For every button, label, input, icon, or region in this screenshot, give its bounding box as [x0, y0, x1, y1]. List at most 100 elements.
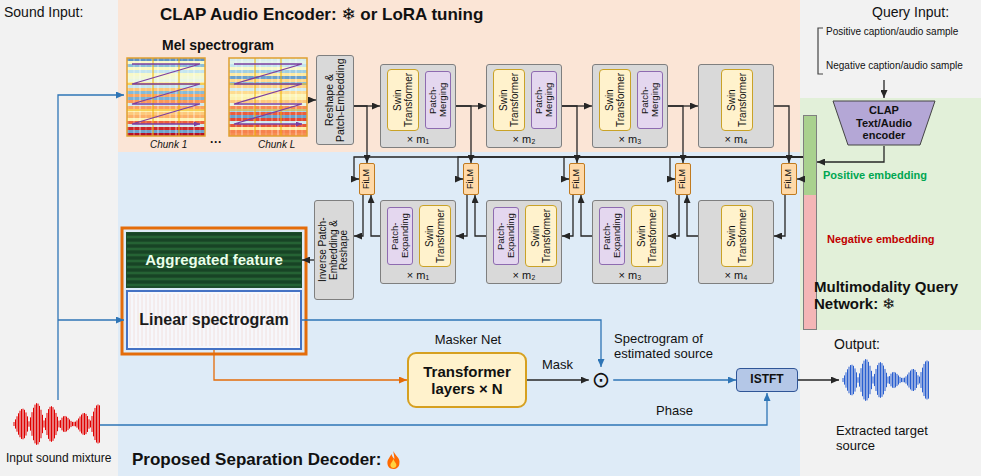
- flow-arrow: [302, 320, 601, 367]
- flow-arrow: [354, 195, 363, 236]
- input-wire: [58, 95, 124, 400]
- flow-arrow: [687, 195, 698, 236]
- annotation-label: Sound Input:: [4, 4, 83, 20]
- node-label: Masker Net: [409, 333, 527, 348]
- node-label: Swin Transformer: [499, 72, 520, 128]
- annotation-label: Phase: [656, 404, 693, 419]
- flow-arrow: [308, 99, 316, 100]
- node-label: Patch-Merging: [640, 74, 660, 126]
- annotation-label: Input sound mixture: [6, 452, 111, 466]
- node-label: ISTFT: [750, 373, 783, 387]
- patch-block: Patch-Merging: [637, 71, 663, 129]
- patch-block: Patch-Expanding: [387, 207, 413, 265]
- patch-block: Patch-Merging: [531, 71, 557, 129]
- node-label: Swin Transformer: [727, 72, 748, 128]
- annotation-label: Mask: [542, 358, 573, 373]
- flow-arrow: [456, 106, 471, 163]
- fire-icon: [387, 451, 399, 469]
- flow-arrow: [458, 157, 803, 179]
- patch-block: Patch-Expanding: [493, 207, 519, 265]
- annotation-label: Chunk L: [258, 139, 295, 151]
- node-label: Swin Transformer: [605, 72, 626, 128]
- swin-block: Swin Transformer: [525, 205, 557, 267]
- stage-box: × m₄ Swin Transformer: [698, 200, 774, 284]
- node-label: Positive embedding: [823, 169, 953, 182]
- node-label: CLAP Audio Encoder: ❄ or LoRA tuning: [160, 5, 483, 25]
- node-label: Multimodality Query Network: ❄: [814, 278, 979, 313]
- node-label: Swin Transformer: [531, 208, 552, 264]
- annotation-label: Negative caption/audio sample: [826, 60, 963, 72]
- node-label: Aggregated feature: [145, 251, 283, 268]
- node-label: × m₃: [593, 269, 667, 282]
- flow-arrow: [581, 195, 592, 236]
- flow-arrow: [562, 195, 573, 236]
- flow-arrow: [354, 106, 367, 163]
- flow-arrow: [668, 106, 683, 163]
- panel-band: Multimodality Query Network: ❄ CLAP Text/…: [800, 98, 981, 330]
- annotation-label: Query Input:: [872, 4, 949, 20]
- swin-block: Swin Transformer: [493, 69, 525, 131]
- node-label: CLAP Text/Audio encoder: [847, 104, 921, 142]
- node-label: × m₁: [381, 269, 455, 282]
- node-label: Swin Transformer: [637, 208, 658, 264]
- multiply-symbol: ⊙: [589, 367, 613, 393]
- film-block: FiLM: [463, 163, 479, 195]
- node-label: FiLM: [784, 169, 793, 189]
- swin-block: Swin Transformer: [387, 69, 419, 131]
- node-label: Linear spectrogram: [139, 311, 288, 329]
- flow-arrow: [214, 350, 407, 380]
- stage-box: × m₃ Swin Transformer Patch-Merging: [592, 64, 668, 148]
- swin-block: Swin Transformer: [721, 205, 753, 267]
- feature-frame: [122, 228, 306, 354]
- node-label: × m₄: [699, 269, 773, 282]
- node-label: Swin Transformer: [425, 208, 446, 264]
- flow-arrow: [613, 379, 736, 380]
- flow-arrow: [475, 195, 486, 236]
- node-label: × m₃: [593, 133, 667, 146]
- node-label: Patch-Expanding: [602, 210, 622, 262]
- stage-box: Inverse Patch-Embedding & Reshape: [314, 200, 354, 300]
- input-wire: [58, 319, 124, 320]
- node-label: FiLM: [466, 169, 475, 189]
- film-block: FiLM: [781, 163, 797, 195]
- node-label: FiLM: [572, 169, 581, 189]
- swin-block: Swin Transformer: [599, 69, 631, 131]
- node-label: FiLM: [362, 169, 371, 189]
- annotation-label: Extracted target source: [836, 424, 956, 454]
- encoder-trapezoid: CLAP Text/Audio encoder: [832, 100, 936, 146]
- flow-arrow: [371, 195, 380, 236]
- node-label: Patch-Expanding: [496, 210, 516, 262]
- spectrogram-texture: [130, 294, 298, 346]
- output-wire: [798, 379, 839, 380]
- stage-box: × m₂Swin TransformerPatch-Merging: [486, 64, 562, 148]
- node-label: Patch-Expanding: [390, 210, 410, 262]
- transformer-block: Masker NetTransformer layers × N: [407, 352, 527, 408]
- query-bracket: [818, 28, 823, 74]
- flow-arrow: [562, 106, 577, 163]
- node-label: × m₂: [487, 269, 561, 282]
- film-block: FiLM: [675, 163, 691, 195]
- node-label: Swin Transformer: [393, 72, 414, 128]
- flow-arrow: [527, 379, 589, 380]
- annotation-label: ···: [210, 136, 222, 150]
- film-block: FiLM: [359, 163, 375, 195]
- node-label: Reshape & Patch-Embedding: [324, 58, 346, 142]
- node-label: Negative embedding: [827, 233, 957, 246]
- query-arrow: [883, 80, 884, 98]
- stage-box: × m₄Swin Transformer: [698, 64, 774, 148]
- flow-arrow: [797, 178, 803, 179]
- annotation-label: Spectrogram of estimated source: [614, 332, 732, 362]
- node-label: Proposed Separation Decoder:: [132, 450, 381, 470]
- annotation-label: Chunk 1: [150, 139, 187, 151]
- swin-block: Swin Transformer: [419, 205, 451, 267]
- flow-arrow: [774, 106, 789, 163]
- node-label: Transformer layers × N: [409, 363, 525, 398]
- node-label: FiLM: [678, 169, 687, 189]
- node-label: Swin Transformer: [727, 208, 748, 264]
- input-waveform: [14, 403, 100, 445]
- annotation-label: Output:: [834, 336, 880, 352]
- mel-spectrogram-image: [127, 58, 307, 136]
- patch-block: Patch-Expanding: [599, 207, 625, 265]
- stage-box: Reshape & Patch-Embedding: [316, 55, 354, 145]
- phase-wire: [100, 393, 767, 425]
